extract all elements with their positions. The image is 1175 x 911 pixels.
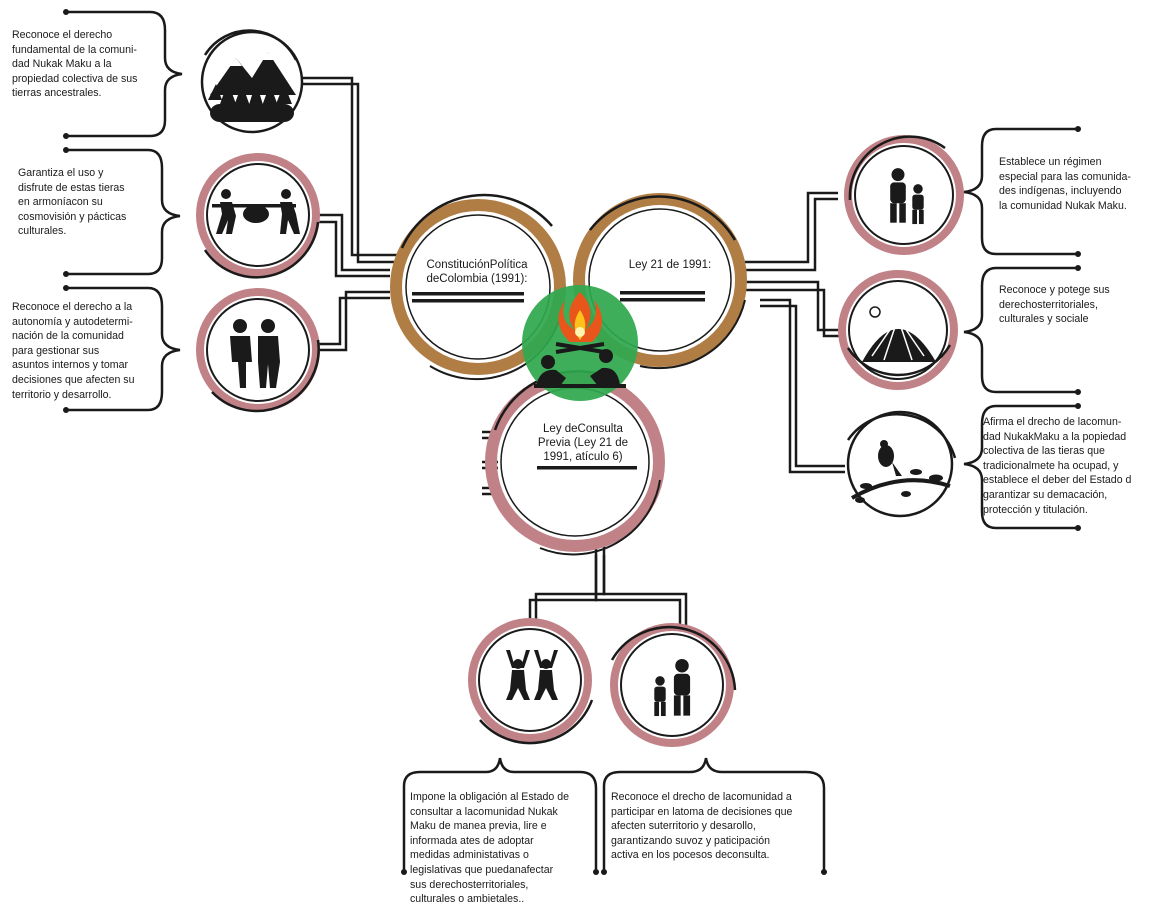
- dancers-icon: [506, 650, 558, 700]
- left-text-3: Reconoce el derecho a la autonomía y aut…: [12, 301, 135, 401]
- left-text-1: Reconoce el derecho fundamental de la co…: [12, 29, 138, 100]
- hub: [522, 285, 638, 401]
- icon-circle-7: [468, 618, 594, 745]
- icon-circle-4: [844, 135, 964, 255]
- text-braces: [66, 10, 1078, 872]
- icon-circle-2: [196, 153, 320, 279]
- right-text-1: Establece un régimen especial para las c…: [999, 156, 1131, 212]
- label-constitucion: ConstituciónPolítica deColombia (1991):: [426, 259, 528, 285]
- campfire-people-icon: [534, 292, 626, 388]
- bottom-text-1: Impone la obligación al Estado de consul…: [410, 791, 570, 906]
- right-text-2: Reconoce y potege sus derechosterritoria…: [999, 284, 1110, 326]
- title-underlines: [412, 291, 705, 470]
- label-ley21: Ley 21 de 1991:: [628, 259, 712, 271]
- icon-circle-8: [610, 623, 737, 747]
- icon-circle-3: [196, 288, 320, 413]
- right-text-3: Afirma el drecho de lacomun- dad NukakMa…: [983, 416, 1132, 516]
- mountains-forest-icon: [208, 52, 296, 122]
- brace-dots: [63, 9, 1081, 875]
- label-consulta: Ley deConsulta Previa (Ley 21 de 1991, a…: [537, 423, 629, 463]
- hut-icon: [862, 306, 936, 362]
- left-text-2: Garantiza el uso y disfrute de estas tie…: [18, 167, 127, 238]
- icon-circle-6: [846, 410, 957, 518]
- connector-lines: [290, 76, 845, 625]
- ring-ley21: [573, 193, 747, 370]
- icon-circle-1: [200, 29, 304, 134]
- bird-branch-icon: [850, 440, 951, 503]
- icon-circle-5: [838, 270, 958, 390]
- two-people-talking-icon: [230, 319, 280, 388]
- bottom-text-2: Reconoce el drecho de lacomunidad a part…: [611, 791, 793, 862]
- hunters-carrying-icon: [212, 189, 300, 234]
- ring-constitucion: [390, 193, 566, 381]
